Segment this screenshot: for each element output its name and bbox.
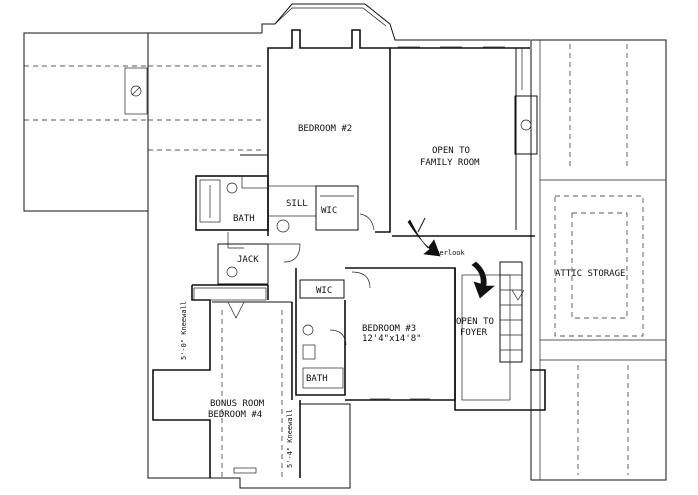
bonus-room-label-1: BONUS ROOM <box>210 399 265 409</box>
bedroom-2-label: BEDROOM #2 <box>298 124 352 134</box>
overlook-arrow-icon <box>407 219 441 257</box>
vent-icon <box>130 85 142 97</box>
open-foyer-label-1: OPEN TO <box>456 317 494 327</box>
overlook: Overlook <box>407 217 495 299</box>
upper-bath-cluster: BATH SILL WIC <box>195 154 375 249</box>
lower-wic-label: WIC <box>316 286 332 296</box>
upper-wic-label: WIC <box>321 206 337 216</box>
attic-storage-label: ATTIC STORAGE <box>555 269 625 279</box>
kneewall-left-label: 5'-0" Kneewall <box>180 301 188 360</box>
foyer-arrow-icon <box>471 261 495 299</box>
bonus-room: BONUS ROOM BEDROOM #4 5'-0" Kneewall 5'-… <box>152 284 301 478</box>
house-outline <box>147 3 667 489</box>
bedroom-3-dimensions: 12'4"x14'8" <box>362 334 422 344</box>
jack-hall: JACK <box>217 243 301 285</box>
open-family-label-1: OPEN TO <box>432 146 470 156</box>
overlook-label: Overlook <box>431 249 466 257</box>
attic-storage-area: ATTIC STORAGE <box>554 44 644 475</box>
lower-bath-cluster: WIC BATH <box>295 268 347 396</box>
open-foyer-label-2: FOYER <box>460 328 488 338</box>
open-to-foyer: OPEN TO FOYER <box>454 261 546 411</box>
lower-bath-label: BATH <box>306 374 328 384</box>
sill-label: SILL <box>286 199 308 209</box>
upper-bath-label: BATH <box>233 214 255 224</box>
bedroom-3: BEDROOM #3 12'4"x14'8" <box>345 267 456 401</box>
open-family-label-2: FAMILY ROOM <box>420 158 480 168</box>
bonus-room-label-2: BEDROOM #4 <box>208 410 262 420</box>
bedroom-3-label: BEDROOM #3 <box>362 324 416 334</box>
jack-label: JACK <box>237 255 259 265</box>
open-to-family-room: OPEN TO FAMILY ROOM <box>390 46 538 237</box>
kneewall-right-label: 5'-4" Kneewall <box>286 409 294 468</box>
